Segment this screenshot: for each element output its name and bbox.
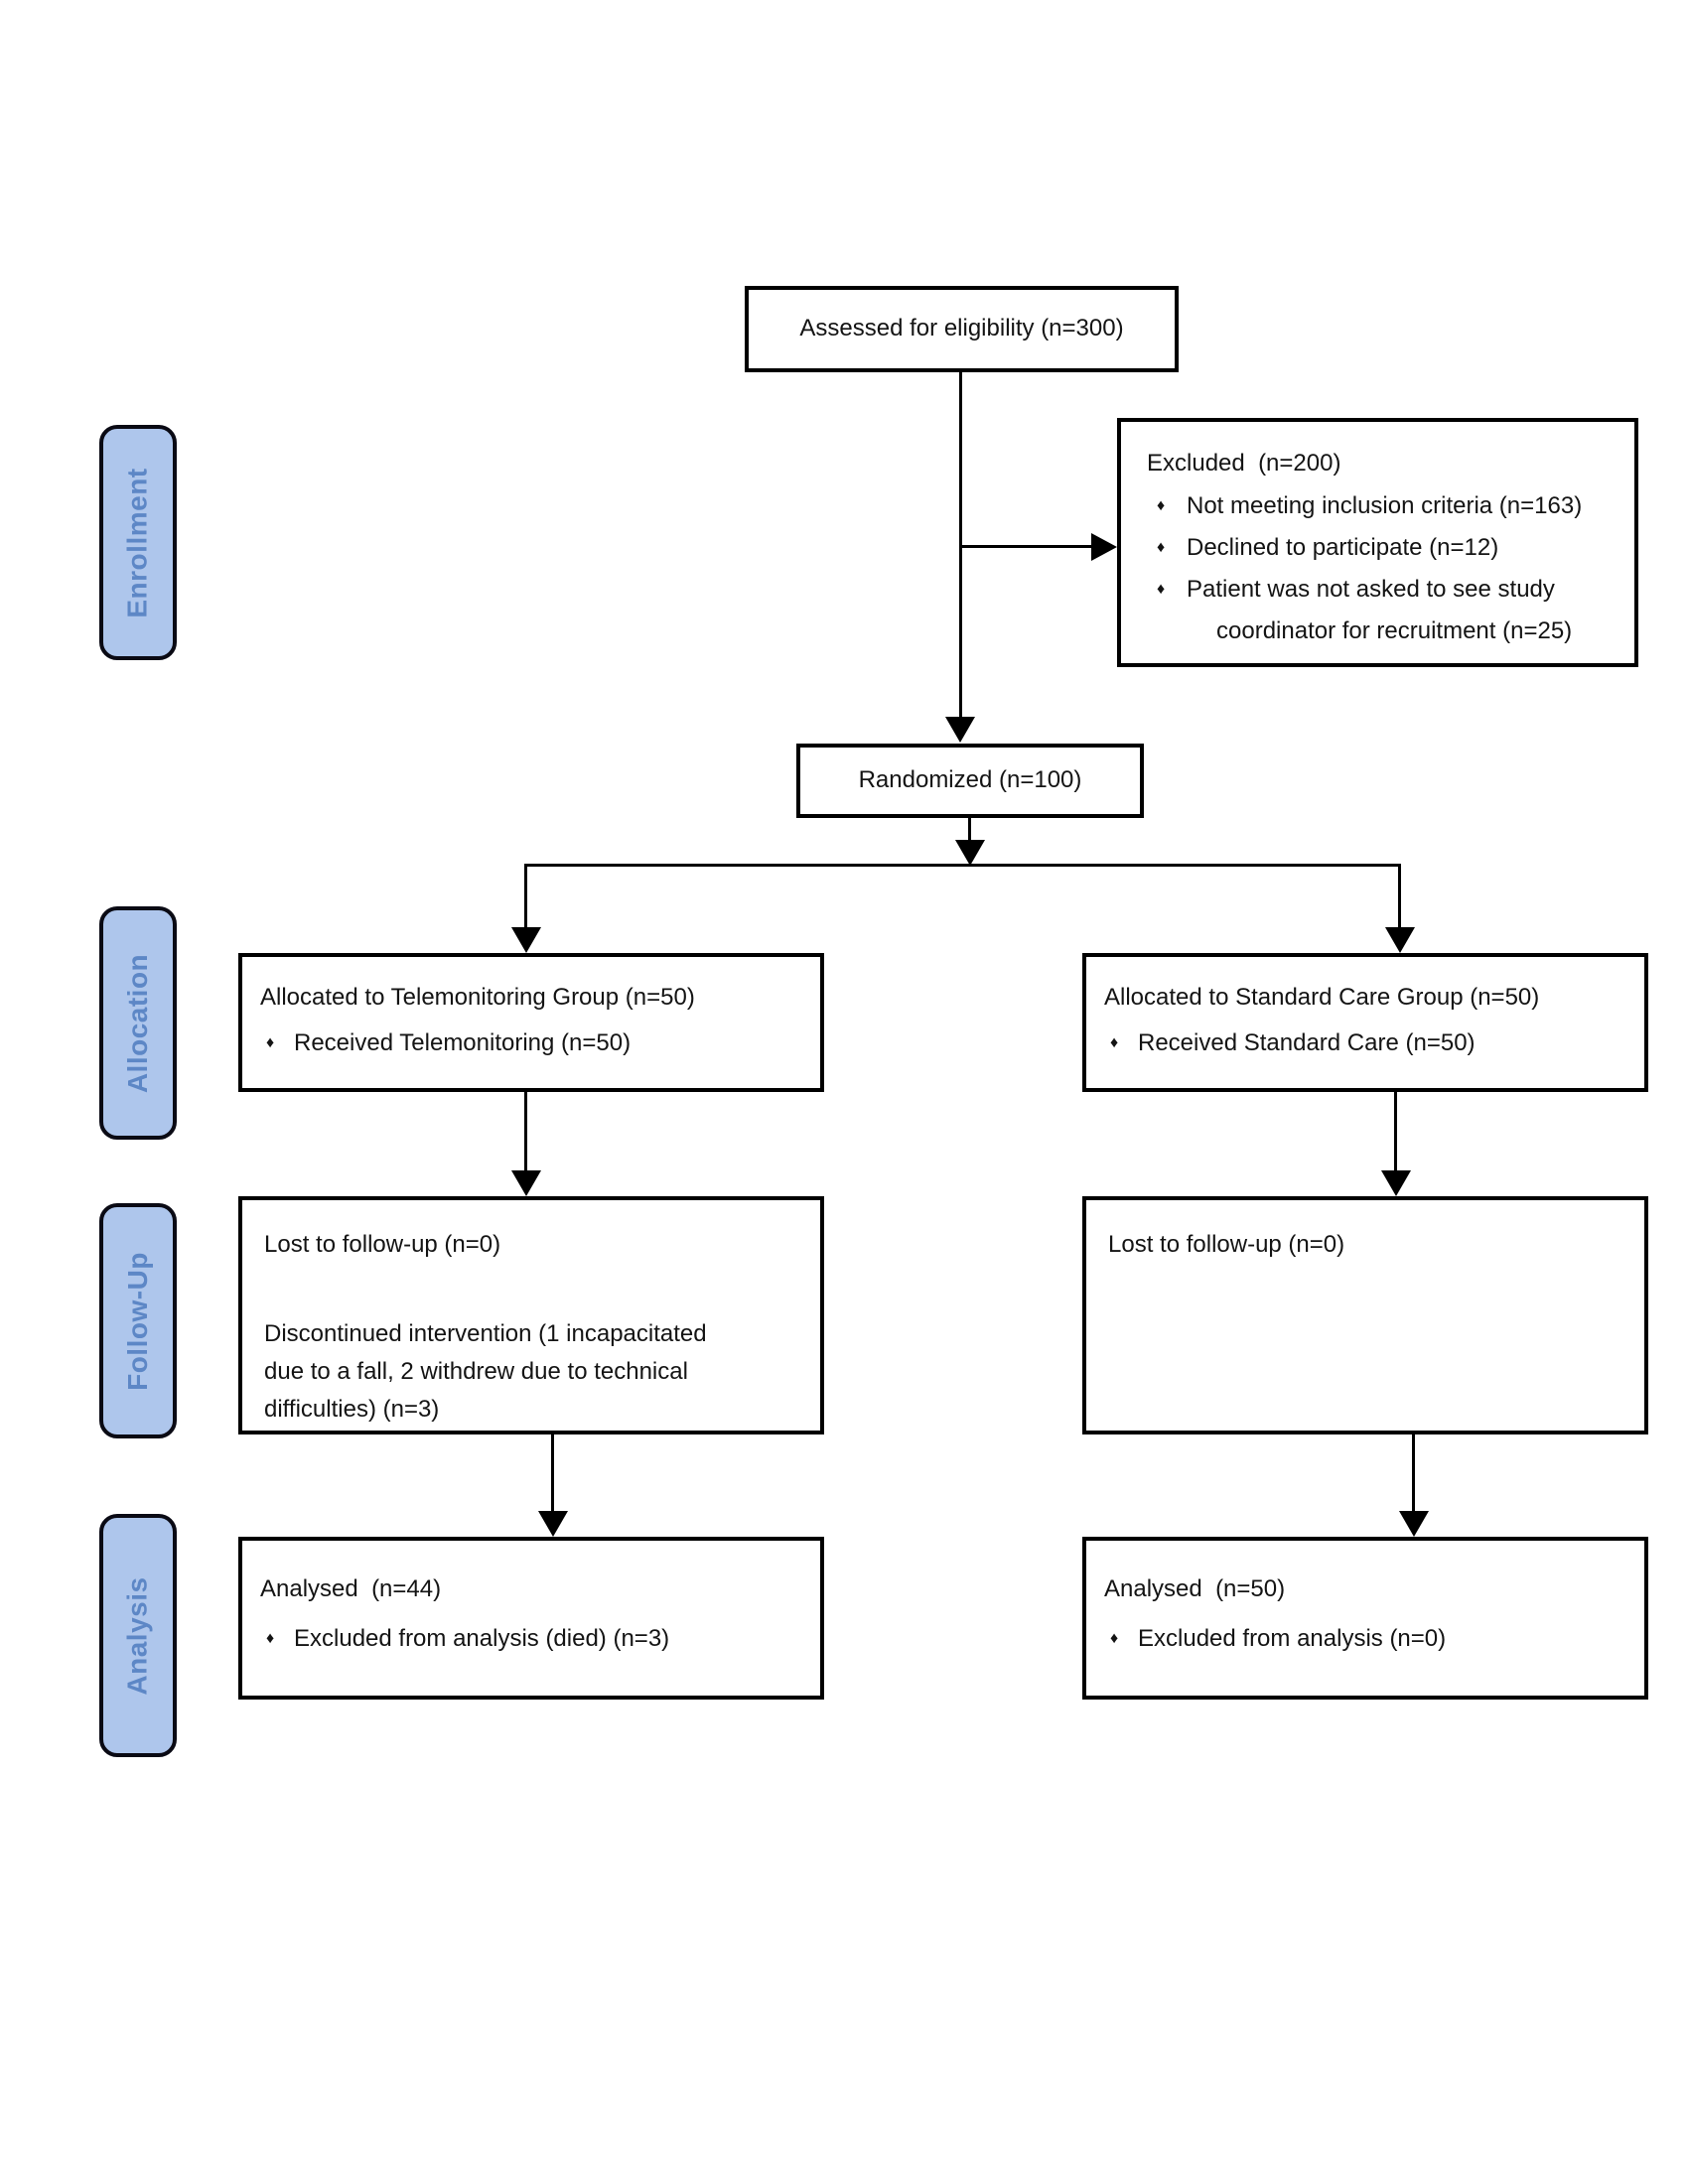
split-bar-line — [525, 864, 1400, 867]
analysis-right-title: Analysed (n=50) — [1104, 1575, 1286, 1602]
bullet-diamond-icon: ♦ — [266, 1034, 275, 1051]
allocation-right-bullet-text: Received Standard Care (n=50) — [1138, 1029, 1476, 1056]
connector-split-allocation-left-line — [524, 864, 527, 927]
analysis-left-bullet-text: Excluded from analysis (died) (n=3) — [294, 1625, 670, 1652]
bullet-diamond-icon: ♦ — [1157, 497, 1166, 514]
stage-label-enrollment: Enrollment — [99, 425, 177, 660]
connector-split-allocation-right-line — [1398, 864, 1401, 927]
arrowhead-into-allocation-left — [511, 927, 541, 953]
box-allocation-telemonitoring: Allocated to Telemonitoring Group (n=50)… — [238, 953, 824, 1092]
followup-left-lost: Lost to follow-up (n=0) — [264, 1231, 501, 1258]
allocation-left-title: Allocated to Telemonitoring Group (n=50) — [260, 984, 695, 1011]
excluded-bullet-3: ♦ Patient was not asked to see study coo… — [1147, 569, 1622, 652]
arrowhead-into-analysis-right — [1399, 1511, 1429, 1537]
analysis-left-bullet: ♦ Excluded from analysis (died) (n=3) — [260, 1614, 804, 1664]
stage-label-allocation-text: Allocation — [122, 953, 153, 1093]
stage-label-analysis: Analysis — [99, 1514, 177, 1757]
stage-label-allocation: Allocation — [99, 906, 177, 1140]
bullet-diamond-icon: ♦ — [1110, 1630, 1119, 1647]
followup-right-lost: Lost to follow-up (n=0) — [1108, 1231, 1345, 1258]
excluded-bullet-1: ♦ Not meeting inclusion criteria (n=163) — [1147, 485, 1622, 527]
excluded-bullet-1-text: Not meeting inclusion criteria (n=163) — [1187, 492, 1583, 519]
connector-allocation-followup-right-line — [1394, 1090, 1397, 1170]
box-followup-telemonitoring: Lost to follow-up (n=0) Discontinued int… — [238, 1196, 824, 1434]
allocation-right-bullet: ♦ Received Standard Care (n=50) — [1104, 1021, 1628, 1066]
stage-label-follow-up-text: Follow-Up — [122, 1251, 154, 1391]
box-analysis-standard-care: Analysed (n=50) ♦ Excluded from analysis… — [1082, 1537, 1648, 1700]
connector-randomized-split-line — [968, 818, 971, 842]
followup-left-discontinued: Discontinued intervention (1 incapacitat… — [264, 1320, 707, 1423]
arrowhead-into-excluded — [1091, 533, 1117, 561]
assessed-text: Assessed for eligibility (n=300) — [799, 315, 1124, 342]
analysis-left-title: Analysed (n=44) — [260, 1575, 442, 1602]
connector-assessed-randomized-line — [959, 372, 962, 717]
arrowhead-into-followup-right — [1381, 1170, 1411, 1196]
bullet-diamond-icon: ♦ — [1110, 1034, 1119, 1051]
randomized-text: Randomized (n=100) — [858, 766, 1082, 794]
box-randomized: Randomized (n=100) — [796, 744, 1144, 818]
bullet-diamond-icon: ♦ — [1157, 581, 1166, 598]
bullet-diamond-icon: ♦ — [1157, 539, 1166, 556]
excluded-bullet-2: ♦ Declined to participate (n=12) — [1147, 527, 1622, 569]
arrowhead-into-followup-left — [511, 1170, 541, 1196]
allocation-left-bullet-text: Received Telemonitoring (n=50) — [294, 1029, 632, 1056]
allocation-right-title: Allocated to Standard Care Group (n=50) — [1104, 984, 1540, 1011]
excluded-title: Excluded (n=200) — [1147, 450, 1341, 477]
allocation-left-bullet: ♦ Received Telemonitoring (n=50) — [260, 1021, 804, 1066]
stage-label-follow-up: Follow-Up — [99, 1203, 177, 1438]
arrowhead-into-allocation-right — [1385, 927, 1415, 953]
excluded-bullet-3-text: Patient was not asked to see study coord… — [1187, 576, 1573, 644]
stage-label-enrollment-text: Enrollment — [122, 467, 154, 618]
connector-followup-analysis-right-line — [1412, 1433, 1415, 1511]
arrowhead-into-randomized — [945, 717, 975, 743]
box-excluded: Excluded (n=200) ♦ Not meeting inclusion… — [1117, 418, 1638, 667]
box-followup-standard-care: Lost to follow-up (n=0) — [1082, 1196, 1648, 1434]
excluded-bullet-2-text: Declined to participate (n=12) — [1187, 534, 1499, 561]
analysis-right-bullet-text: Excluded from analysis (n=0) — [1138, 1625, 1447, 1652]
connector-followup-analysis-left-line — [551, 1433, 554, 1511]
connector-to-excluded-line — [959, 545, 1091, 548]
connector-allocation-followup-left-line — [524, 1090, 527, 1170]
stage-label-analysis-text: Analysis — [122, 1575, 154, 1696]
analysis-right-bullet: ♦ Excluded from analysis (n=0) — [1104, 1614, 1628, 1664]
bullet-diamond-icon: ♦ — [266, 1630, 275, 1647]
box-allocation-standard-care: Allocated to Standard Care Group (n=50) … — [1082, 953, 1648, 1092]
box-analysis-telemonitoring: Analysed (n=44) ♦ Excluded from analysis… — [238, 1537, 824, 1700]
arrowhead-into-analysis-left — [538, 1511, 568, 1537]
box-assessed-eligibility: Assessed for eligibility (n=300) — [745, 286, 1179, 372]
arrowhead-onto-split-bar — [955, 840, 985, 866]
